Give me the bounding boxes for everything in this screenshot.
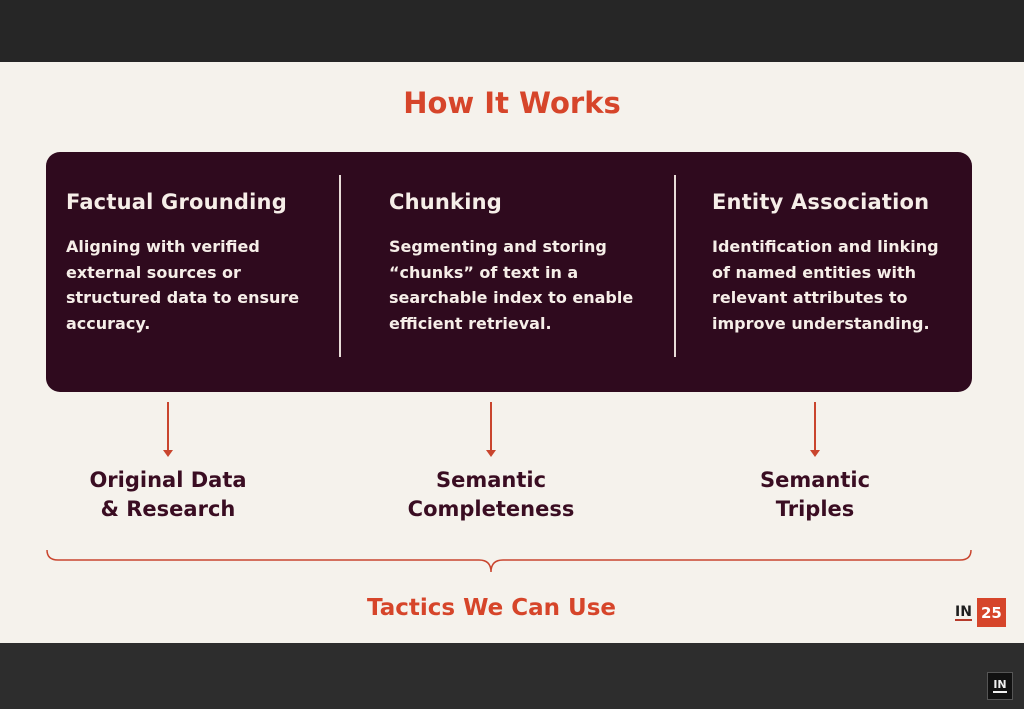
concept-factual-grounding: Factual Grounding Aligning with verified… (66, 190, 316, 336)
arrow-down-icon (810, 402, 820, 457)
corner-logo-text: IN (993, 678, 1007, 693)
divider (339, 175, 341, 357)
brace-icon (46, 549, 972, 573)
concept-body: Identification and linking of named enti… (712, 237, 939, 333)
concept-heading: Factual Grounding (66, 190, 287, 214)
concept-body: Aligning with verified external sources … (66, 237, 300, 333)
arrow-down-icon (486, 402, 496, 457)
logo-year: 25 (976, 598, 1006, 627)
corner-logo: IN (987, 672, 1013, 700)
concepts-panel: Factual Grounding Aligning with verified… (46, 152, 972, 392)
slide: How It Works Factual Grounding Aligning … (0, 62, 1024, 643)
divider (674, 175, 676, 357)
concept-heading: Entity Association (712, 190, 930, 214)
tactic-line: Original Data (89, 468, 247, 492)
footer-caption: Tactics We Can Use (367, 595, 616, 621)
tactic-line: Semantic (759, 468, 871, 492)
logo-prefix: IN (955, 603, 972, 621)
tactic-line: & Research (100, 497, 236, 521)
concept-chunking: Chunking Segmenting and storing “chunks”… (389, 190, 639, 336)
tactic-line: Triples (775, 497, 855, 521)
concept-body: Segmenting and storing “chunks” of text … (389, 237, 634, 333)
arrow-down-icon (163, 402, 173, 457)
slide-title: How It Works (403, 86, 621, 120)
concept-entity-association: Entity Association Identification and li… (712, 190, 962, 336)
tactic-original-data: Original Data & Research (48, 466, 288, 524)
event-logo: IN 25 (955, 598, 1006, 627)
top-bar (0, 0, 1024, 62)
concept-heading: Chunking (389, 190, 503, 214)
tactic-line: Semantic (435, 468, 547, 492)
tactic-line: Completeness (407, 497, 575, 521)
bottom-bar (0, 643, 1024, 709)
